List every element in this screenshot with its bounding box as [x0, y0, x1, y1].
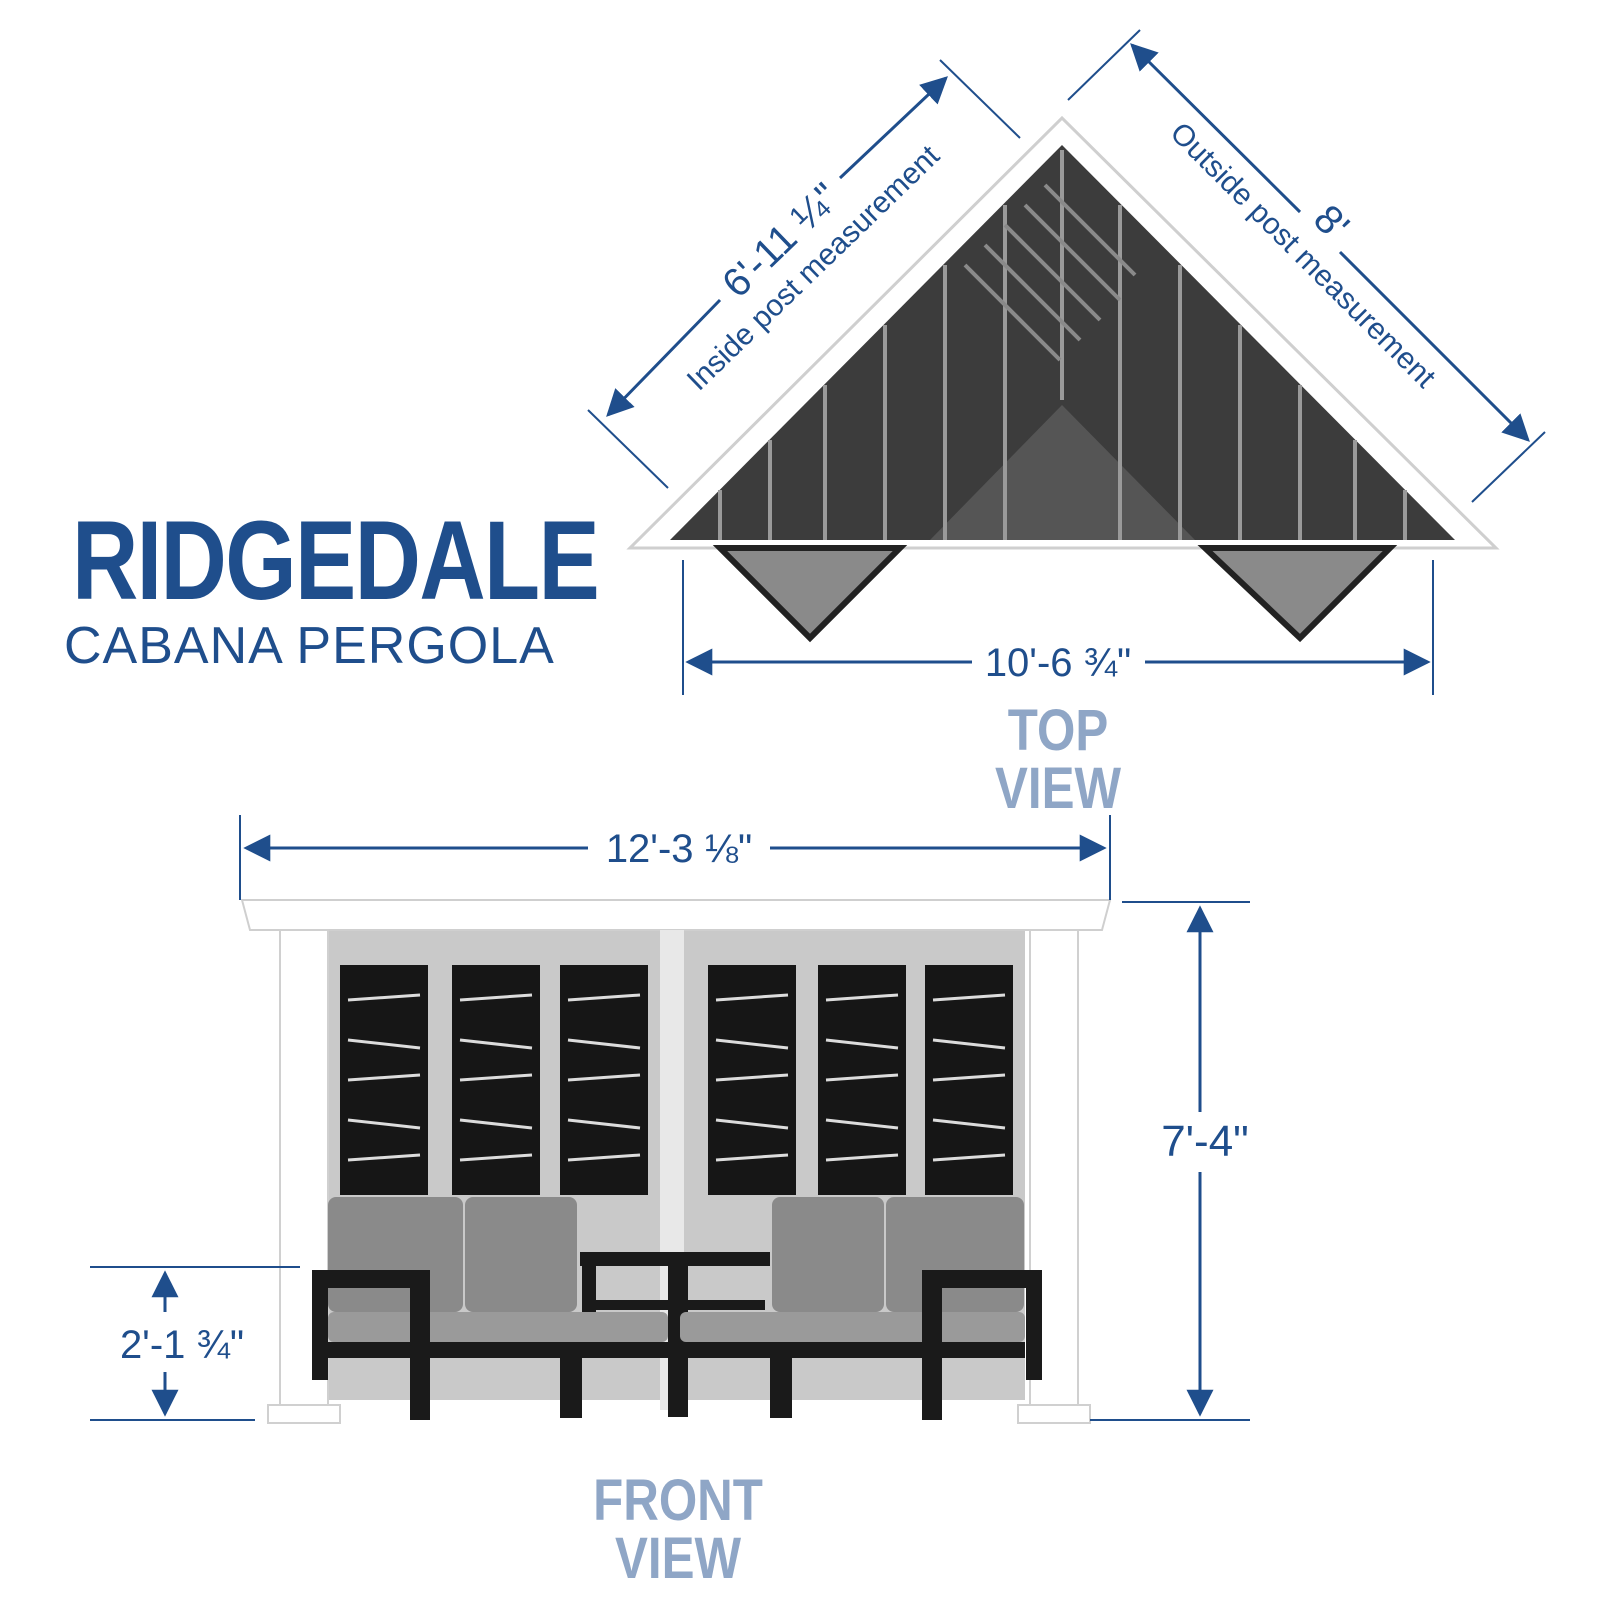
front-width-label: 12'-3 ⅛" [606, 827, 752, 871]
front-view-label: FRONT VIEW [593, 1468, 763, 1591]
top-width-label: 10'-6 ¾" [985, 641, 1131, 685]
front-post-base-right [1017, 1404, 1091, 1424]
front-height-label: 7'-4" [1161, 1117, 1249, 1166]
top-rafters [718, 150, 1407, 540]
coffee-table [580, 1252, 770, 1417]
outside-dimension [1067, 29, 1546, 503]
inside-dimension [587, 59, 1021, 489]
front-roof-beam [240, 899, 1112, 931]
front-post-base-left [267, 1404, 341, 1424]
front-width-dimension [239, 815, 1111, 900]
loveseat-left [312, 1197, 668, 1420]
front-height-dimension [1090, 901, 1250, 1421]
product-title: RIDGEDALE [72, 498, 600, 623]
top-sofa-left [712, 545, 908, 643]
front-view-drawing [240, 899, 1112, 1424]
seat-height-dimension [90, 1266, 300, 1421]
top-slats [963, 183, 1137, 362]
top-width-dimension [682, 560, 1434, 695]
loveseat-right [680, 1197, 1042, 1420]
top-canopy-center [930, 405, 1195, 540]
top-view-drawing [626, 115, 1500, 643]
top-view-label: TOP VIEW [994, 698, 1121, 821]
product-subtitle: CABANA PERGOLA [64, 617, 555, 675]
panel-texture [347, 993, 1006, 1162]
seat-height-label: 2'-1 ¾" [120, 1323, 244, 1367]
top-sofa-right [1197, 545, 1398, 643]
